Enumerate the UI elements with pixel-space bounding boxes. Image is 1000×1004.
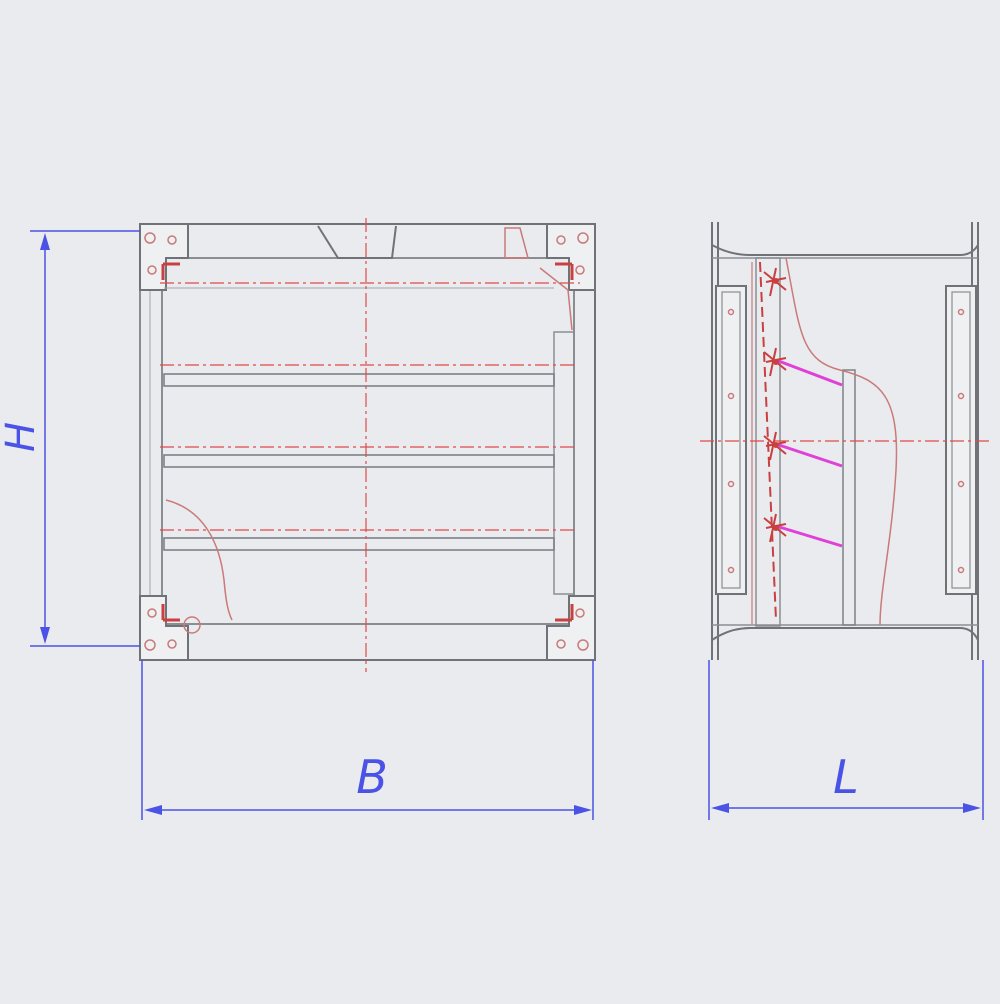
- corner-bracket-top-left: [139, 223, 189, 291]
- side-view: [700, 222, 990, 660]
- side-left-channel: [715, 285, 747, 595]
- drawing-sheet: [0, 212, 1000, 820]
- front-top-collar: [317, 225, 397, 259]
- front-hidden-edge: [165, 499, 233, 621]
- dimension-b: [141, 660, 594, 820]
- dimension-h: [30, 230, 140, 647]
- side-right-channel: [945, 285, 977, 595]
- dimensions: [30, 230, 984, 820]
- front-top-right-bracket: [504, 227, 529, 259]
- corner-bracket-bottom-left: [139, 595, 201, 661]
- dimension-label-length: L: [833, 750, 859, 804]
- front-view: [139, 218, 596, 672]
- corner-bracket-top-right: [546, 223, 596, 291]
- side-blade-links: [763, 267, 843, 548]
- corner-bracket-bottom-right: [546, 595, 596, 661]
- side-linkage-bar: [842, 369, 856, 626]
- front-blades: [163, 287, 555, 551]
- dimension-label-height: H: [0, 422, 44, 452]
- dimension-l: [708, 660, 984, 820]
- side-hidden-edge: [785, 257, 898, 626]
- side-blade-column: [755, 257, 781, 627]
- front-centerlines: [160, 218, 580, 672]
- dimension-label-width: B: [356, 750, 388, 804]
